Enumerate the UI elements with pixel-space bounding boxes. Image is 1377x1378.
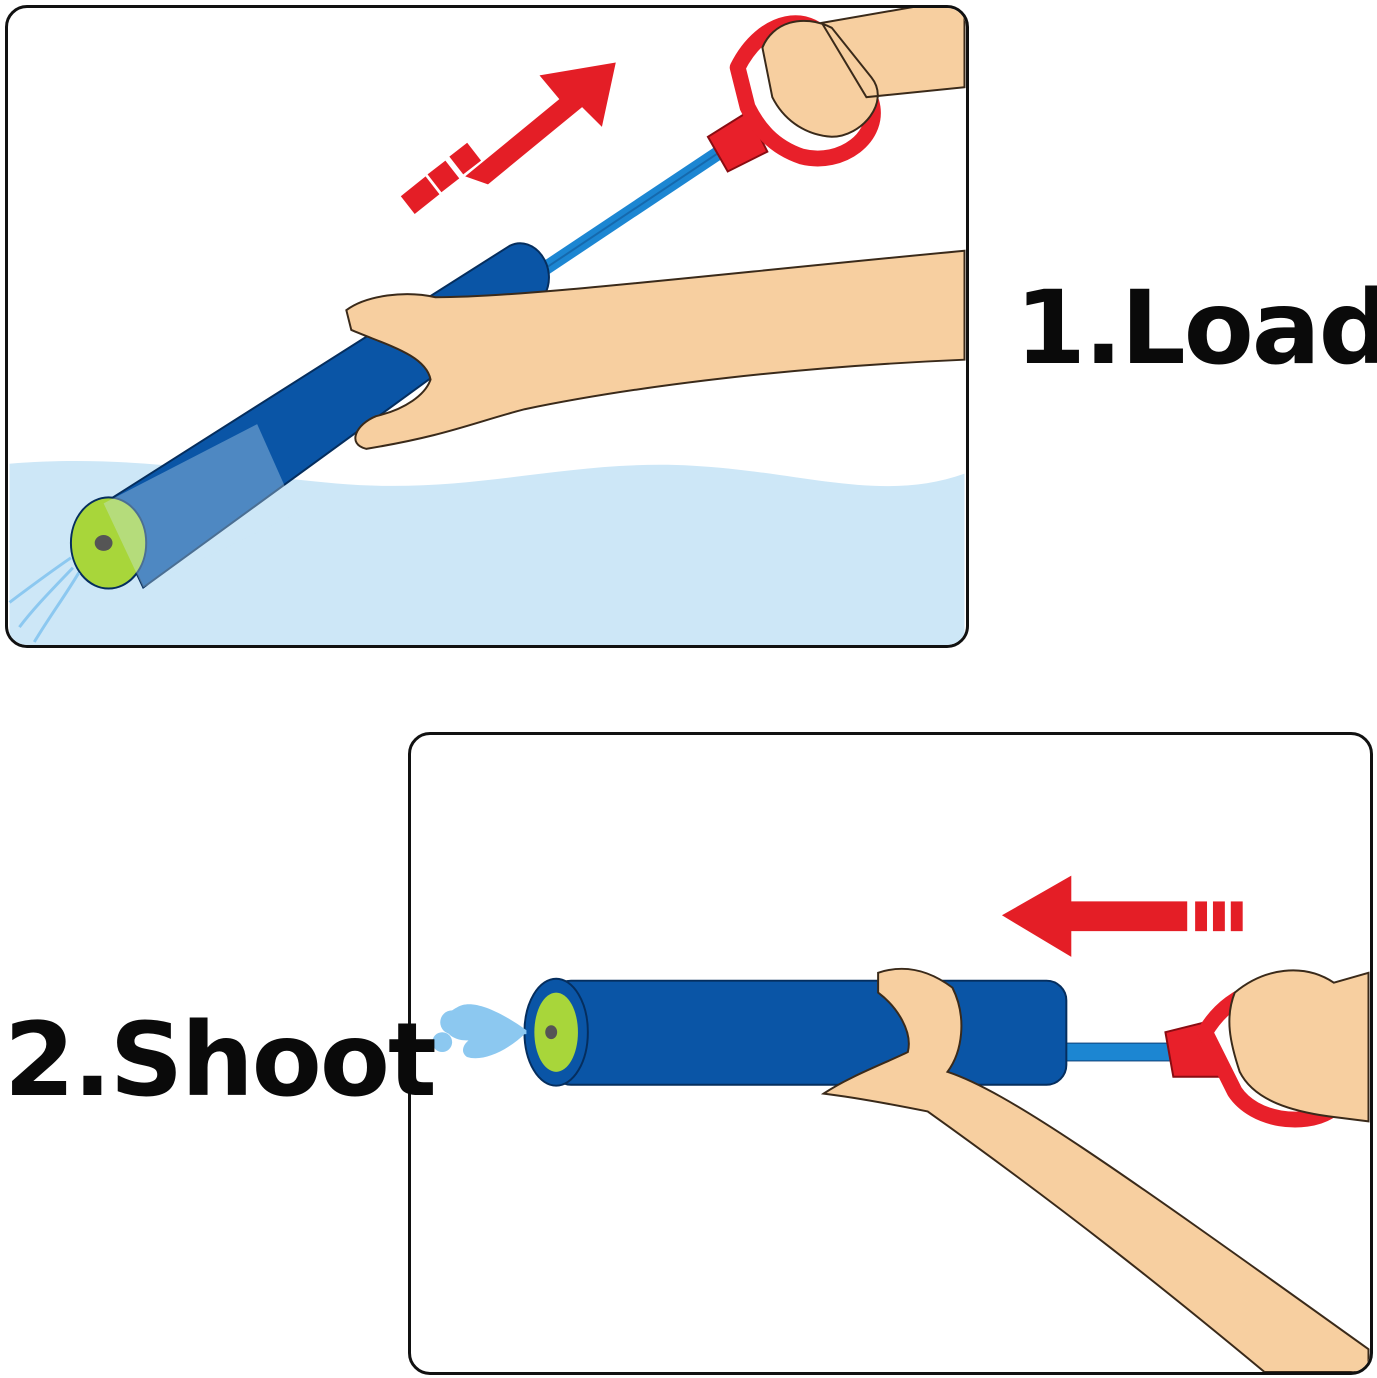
load-step-illustration (5, 5, 969, 648)
pump-rod (527, 139, 735, 283)
hand-icon (761, 8, 966, 138)
arrow-left-icon (1001, 875, 1243, 957)
hand-icon (1228, 969, 1370, 1123)
step-1-label: 1.Load (1015, 269, 1377, 388)
water-spray (8, 556, 81, 643)
step-2-label: 2.Shoot (4, 1001, 437, 1120)
arrow-up-right-icon (400, 62, 616, 215)
shoot-scene (432, 875, 1370, 1372)
shoot-step-illustration (408, 732, 1373, 1375)
water-splash (432, 1004, 527, 1059)
water-gun-icon (523, 977, 1068, 1087)
pump-rod (1060, 1042, 1171, 1062)
load-scene (8, 8, 966, 645)
arm (345, 249, 966, 450)
arm (820, 967, 1370, 1372)
